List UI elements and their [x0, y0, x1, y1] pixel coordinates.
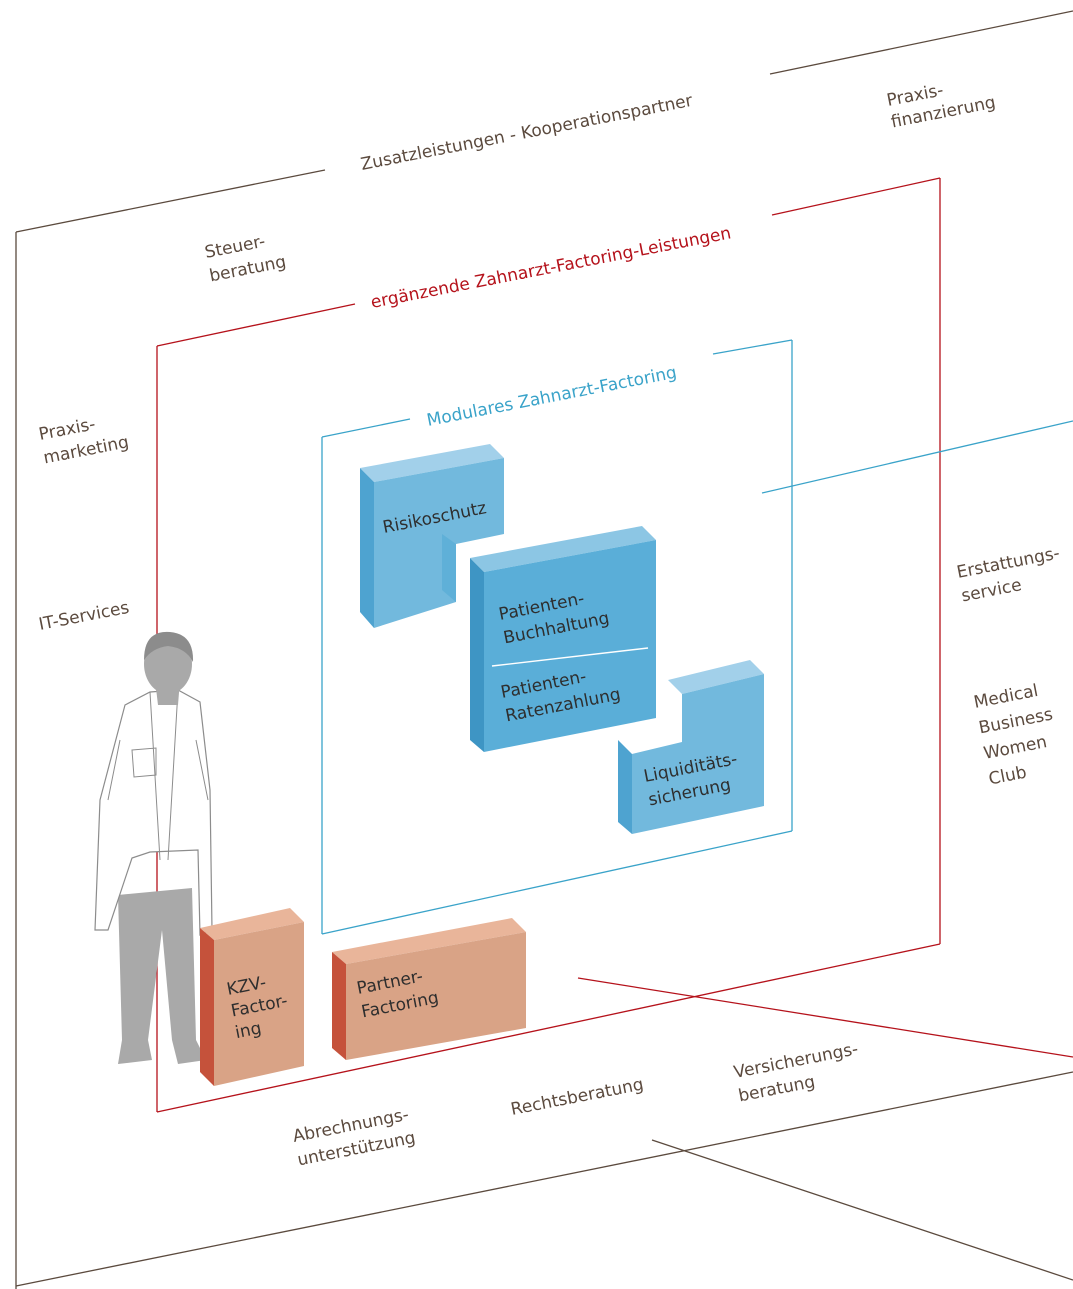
kzv-left — [200, 928, 214, 1086]
label-erstattungsservice: Erstattungs-service — [955, 543, 1061, 606]
risikoschutz-left — [360, 468, 374, 628]
liquiditaet-left — [618, 740, 632, 834]
module-patienten — [470, 526, 656, 752]
label-it-services: IT-Services — [37, 598, 131, 635]
patienten-divider — [491, 647, 649, 667]
label-rechtsberatung-line: Rechtsberatung — [509, 1075, 645, 1120]
middle-title: ergänzende Zahnarzt-Factoring-Leistungen — [369, 223, 733, 313]
patienten-left — [470, 558, 484, 752]
label-praxismarketing: Praxis-marketing — [37, 414, 130, 468]
outer-title: Zusatzleistungen - Kooperationspartner — [359, 91, 694, 175]
label-steuerberatung: Steuer-beratung — [203, 232, 288, 287]
doctor-legs — [118, 888, 206, 1064]
kzv-front — [214, 922, 304, 1086]
liquiditaet-front — [632, 674, 764, 834]
patienten-top — [470, 526, 656, 572]
liquiditaet-top — [668, 660, 764, 694]
outer-frame — [15, 10, 1073, 1289]
label-abrechnungsunterstuetzung: Abrechnungs-unterstützung — [291, 1105, 417, 1171]
module-kzv-factoring — [200, 908, 304, 1086]
risikoschutz-top — [360, 444, 504, 482]
label-medical-business-women-club-line: Club — [987, 763, 1028, 790]
partner-top — [332, 918, 526, 964]
partner-left — [332, 952, 346, 1060]
inner-title: Modulares Zahnarzt-Factoring — [425, 363, 678, 431]
risikoschutz-front — [374, 458, 504, 628]
kzv-top — [200, 908, 304, 940]
label-medical-business-women-club-line: Women — [982, 732, 1049, 764]
doctor-coat-lines — [107, 689, 209, 861]
patienten-front — [484, 540, 656, 752]
module-risikoschutz — [360, 444, 504, 628]
label-praxisfinanzierung: Praxis-finanzierung — [885, 80, 997, 132]
label-it-services-line: IT-Services — [37, 598, 131, 635]
risikoschutz-notch — [442, 534, 456, 602]
module-liquiditaet — [618, 660, 764, 834]
doctor-hair — [144, 631, 194, 662]
label-versicherungsberatung: Versicherungs-beratung — [732, 1039, 860, 1106]
doctor-coat — [94, 689, 213, 936]
doctor-figure — [94, 631, 213, 1064]
label-kzv-factoring-line: ing — [234, 1018, 264, 1043]
inner-frame — [321, 339, 1073, 935]
module-partner-factoring — [332, 918, 526, 1060]
label-rechtsberatung: Rechtsberatung — [509, 1075, 645, 1120]
partner-front — [346, 932, 526, 1060]
